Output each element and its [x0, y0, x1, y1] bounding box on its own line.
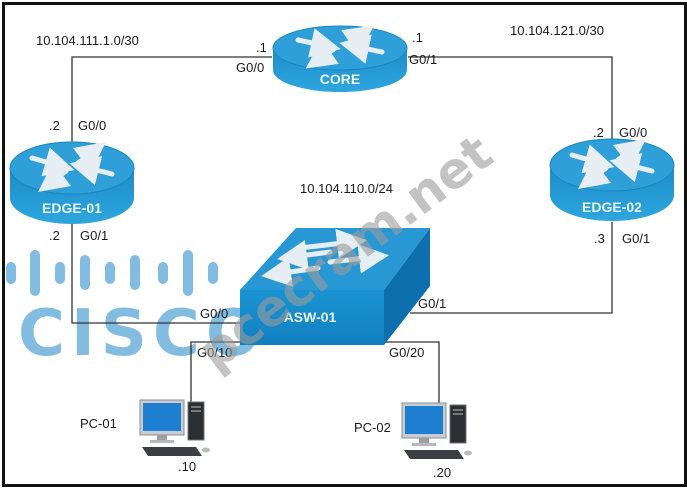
core-g01-port: G0/1: [409, 52, 437, 67]
keyboard-icon: [142, 447, 202, 456]
router-core[interactable]: CORE: [272, 25, 408, 92]
edge02-g00-port: G0/0: [619, 125, 647, 140]
cisco-logo-bars-icon: [6, 250, 218, 296]
keyboard-icon: [404, 450, 464, 459]
core-g00-port: G0/0: [236, 60, 264, 75]
link-edge01-asw01: [71, 222, 255, 324]
pc-02[interactable]: [401, 402, 472, 459]
router-edge01[interactable]: EDGE-01: [9, 141, 135, 224]
edge01-g00-ip: .2: [49, 118, 60, 133]
pc-01[interactable]: [139, 399, 210, 456]
switch-asw01[interactable]: ASW-01: [240, 228, 430, 345]
subnet-lan: 10.104.110.0/24: [300, 181, 393, 196]
links: [71, 56, 613, 410]
router-arrows-icon: [569, 139, 655, 189]
edge02-label: EDGE-02: [582, 199, 642, 215]
asw01-label: ASW-01: [284, 309, 337, 325]
link-edge02-asw01: [410, 222, 613, 314]
edge02-g01-ip: .3: [594, 231, 605, 246]
asw01-g00-port: G0/0: [200, 306, 228, 321]
asw01-g010-port: G0/10: [197, 345, 232, 360]
edge01-g01-port: G0/1: [80, 228, 108, 243]
link-asw01-pc01: [190, 341, 255, 410]
cisco-logo-watermark: CISCO: [6, 250, 266, 371]
edge01-g00-port: G0/0: [78, 118, 106, 133]
pc01-label: PC-01: [80, 416, 117, 431]
link-core-edge01: [71, 56, 272, 150]
subnet-core-edge01: 10.104.111.1.0/30: [36, 33, 139, 48]
core-g00-ip: .1: [256, 40, 267, 55]
cisco-logo-text: CISCO: [18, 297, 266, 371]
link-core-edge02: [408, 56, 613, 150]
pc02-label: PC-02: [354, 420, 391, 435]
edge01-label: EDGE-01: [42, 200, 102, 216]
router-arrows-icon: [295, 25, 385, 69]
edge01-g01-ip: .2: [49, 228, 60, 243]
subnet-core-edge02: 10.104.121.0/30: [510, 23, 604, 38]
edge02-g01-port: G0/1: [622, 231, 650, 246]
switch-arrows-icon: [261, 228, 389, 287]
pc01-ip: .10: [178, 459, 196, 474]
asw01-g01-port: G0/1: [418, 296, 446, 311]
router-edge02[interactable]: EDGE-02: [549, 138, 675, 221]
core-g01-ip: .1: [412, 30, 423, 45]
edge02-g00-ip: .2: [593, 125, 604, 140]
core-label: CORE: [320, 71, 360, 87]
router-arrows-icon: [29, 142, 115, 192]
pc02-ip: .20: [433, 465, 451, 480]
asw01-g020-port: G0/20: [389, 345, 424, 360]
link-asw01-pc02: [382, 341, 440, 410]
